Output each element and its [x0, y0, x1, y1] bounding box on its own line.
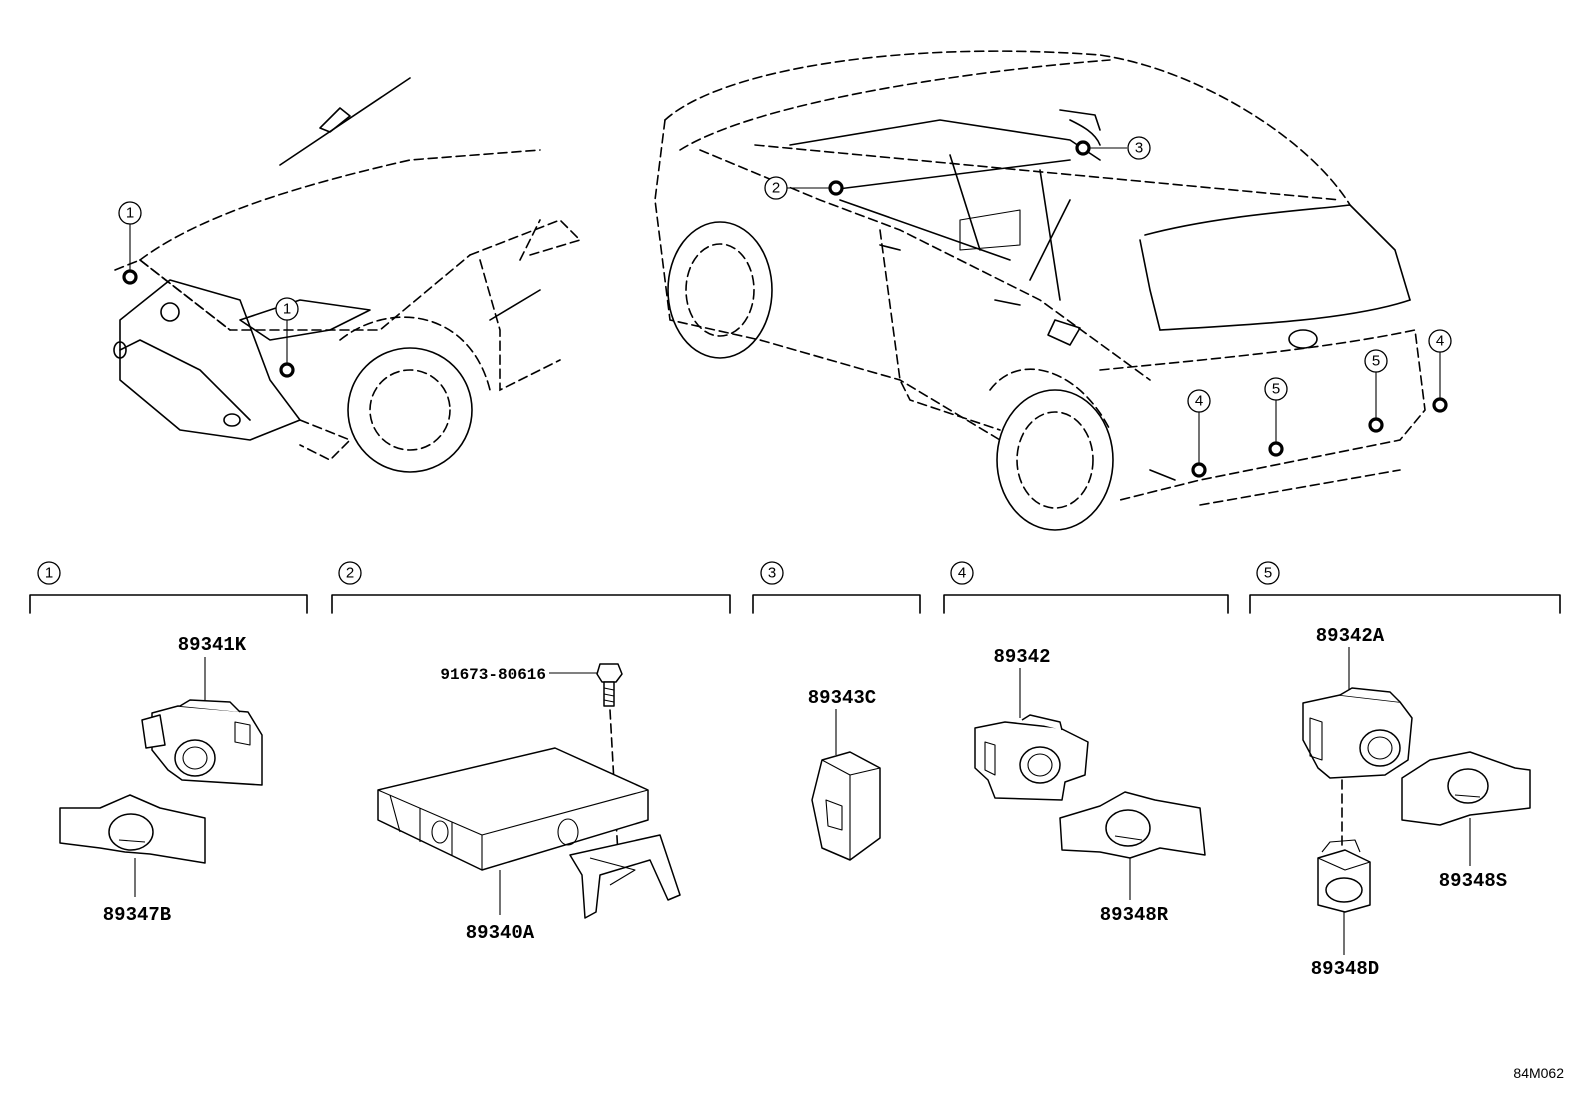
rear-vehicle-view — [654, 50, 1426, 531]
part-number-91673-80616: 91673-80616 — [440, 666, 546, 684]
sensor-bracket-89347B — [59, 794, 206, 897]
part-number-89348R: 89348R — [1100, 904, 1169, 926]
parking-assist-ecu-89340A — [377, 747, 681, 919]
reference-code: 84M062 — [1513, 1065, 1564, 1081]
sensor-location-2 — [828, 180, 844, 196]
group-headers: 1 2 3 4 5 — [29, 561, 1561, 614]
callout-label: 2 — [772, 180, 780, 197]
sensor-89343C — [811, 751, 881, 861]
sensor-location-1b — [279, 362, 295, 378]
sensor-location-3 — [1075, 140, 1091, 156]
group-1-parts: 89341K 89347B — [59, 634, 263, 926]
sensor-location-5b — [1368, 417, 1384, 433]
group-3-parts: 89343C — [808, 687, 881, 861]
part-number-89348S: 89348S — [1439, 870, 1507, 892]
callout-label: 1 — [283, 301, 291, 318]
group-4-parts: 89342 89348R — [974, 646, 1206, 926]
callout-label: 4 — [1436, 333, 1444, 350]
sensor-location-5a — [1268, 441, 1284, 457]
part-number-89348D: 89348D — [1311, 958, 1379, 980]
group-2-parts: 91673-80616 89340A — [377, 663, 681, 944]
callout-label: 5 — [1272, 381, 1280, 398]
sensor-retainer-89348D — [1317, 839, 1371, 955]
callout-label: 1 — [126, 205, 134, 222]
sensor-location-4a — [1191, 462, 1207, 478]
callout-label: 4 — [1195, 393, 1203, 410]
part-number-89341K: 89341K — [178, 634, 247, 656]
part-number-89342: 89342 — [993, 646, 1050, 668]
sensor-bracket-89348S — [1401, 751, 1531, 866]
callout-label: 3 — [1135, 140, 1143, 157]
parking-sensor-89342A — [1302, 687, 1413, 849]
group-number: 5 — [1264, 565, 1272, 582]
part-number-89340A: 89340A — [466, 922, 535, 944]
group-number: 3 — [768, 565, 776, 582]
sensor-location-4b — [1432, 397, 1448, 413]
front-vehicle-view — [113, 77, 582, 473]
group-number: 2 — [346, 565, 354, 582]
parking-sensor-89342 — [974, 714, 1089, 801]
location-markers — [122, 140, 1448, 478]
group-5-parts: 89342A 89348S 89348D — [1302, 625, 1531, 980]
part-number-89342A: 89342A — [1316, 625, 1385, 647]
sensor-bracket-89348R — [1059, 791, 1206, 900]
vehicle-callouts: 1 1 2 3 4 4 5 5 — [118, 136, 1452, 413]
parking-sensor-89341K — [141, 699, 263, 786]
group-number: 1 — [45, 565, 53, 582]
part-number-89343C: 89343C — [808, 687, 876, 709]
part-number-89347B: 89347B — [103, 904, 171, 926]
sensor-location-1a — [122, 269, 138, 285]
callout-label: 5 — [1372, 353, 1380, 370]
group-number: 4 — [958, 565, 966, 582]
